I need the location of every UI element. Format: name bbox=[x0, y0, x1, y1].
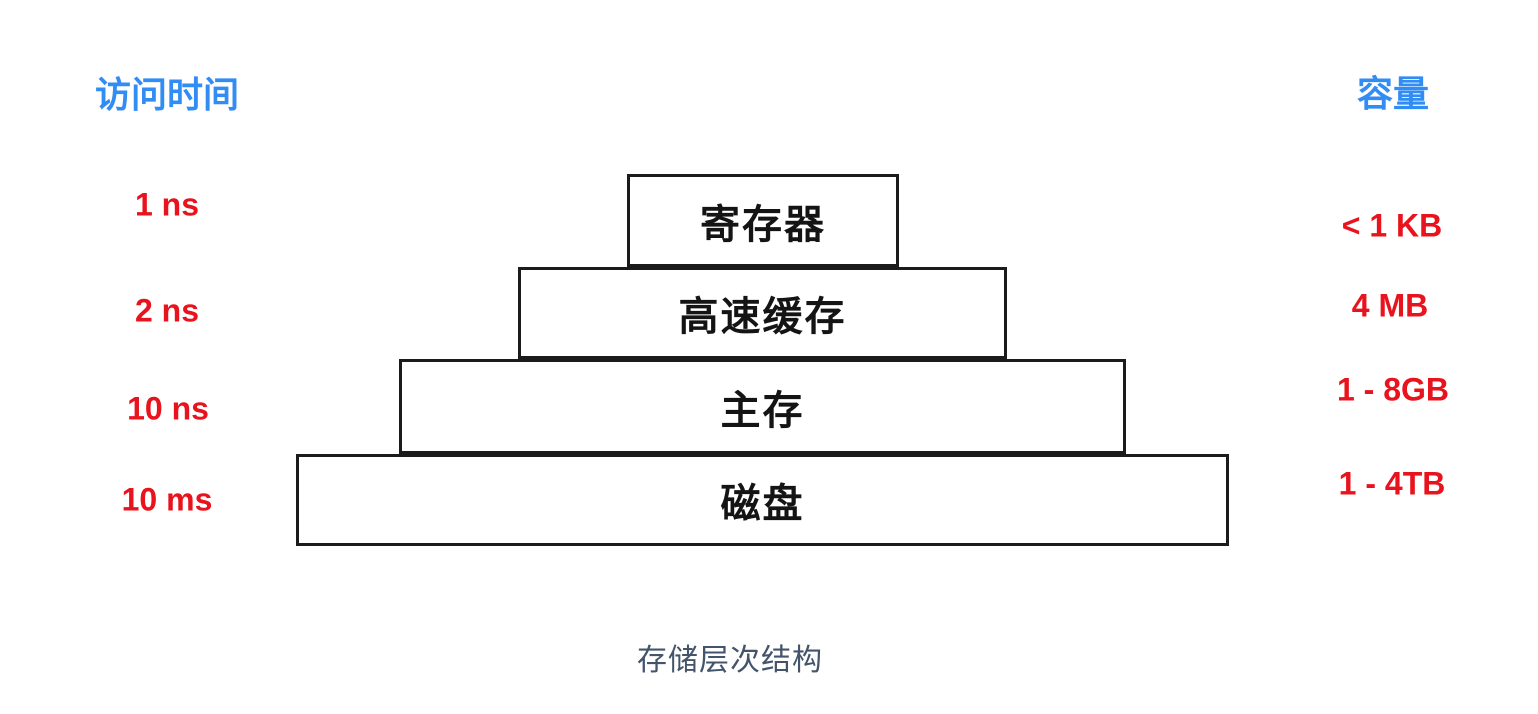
access-time-label-cache: 2 ns bbox=[134, 292, 200, 329]
capacity-label-disk: 1 - 4TB bbox=[1338, 465, 1446, 502]
access-time-label-main-memory: 10 ns bbox=[127, 390, 209, 427]
capacity-column-header: 容量 bbox=[1356, 73, 1430, 114]
pyramid-level-main-memory: 主存 bbox=[399, 359, 1126, 454]
pyramid-level-cache: 高速缓存 bbox=[518, 267, 1007, 359]
pyramid-level-label: 主存 bbox=[720, 388, 805, 433]
access-time-label-registers: 1 ns bbox=[134, 186, 200, 223]
pyramid-level-label: 高速缓存 bbox=[678, 295, 847, 339]
capacity-label-registers: < 1 KB bbox=[1341, 207, 1443, 244]
access-time-label-disk: 10 ms bbox=[121, 481, 213, 518]
pyramid-level-disk: 磁盘 bbox=[296, 454, 1229, 546]
pyramid-level-label: 磁盘 bbox=[720, 482, 805, 526]
capacity-label-cache: 4 MB bbox=[1351, 287, 1429, 324]
diagram-caption: 存储层次结构 bbox=[637, 644, 823, 677]
access-time-column-header: 访问时间 bbox=[94, 74, 240, 115]
pyramid-level-registers: 寄存器 bbox=[627, 174, 899, 267]
capacity-label-main-memory: 1 - 8GB bbox=[1336, 371, 1450, 408]
pyramid-level-label: 寄存器 bbox=[700, 202, 826, 247]
